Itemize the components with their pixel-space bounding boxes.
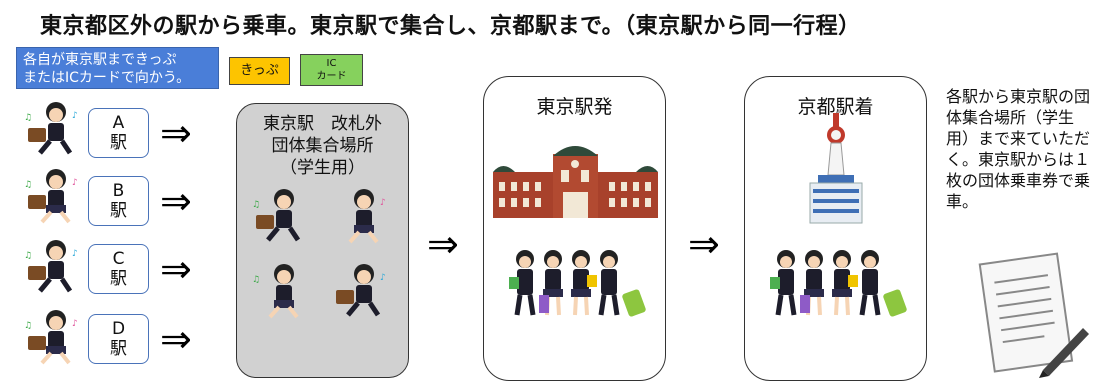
- station-box-a: A 駅: [88, 108, 149, 158]
- student-icon: ♫: [252, 189, 301, 242]
- document-pen-icon: [978, 252, 1089, 378]
- station-box-c: C 駅: [88, 244, 149, 294]
- ic-card-tag: IC カード: [300, 54, 363, 86]
- arrow-icon: ⇒: [427, 222, 459, 266]
- station-letter: C: [112, 249, 125, 269]
- station-box-b: B 駅: [88, 176, 149, 226]
- student-icon: ♫♪: [24, 310, 78, 365]
- station-letter: D: [111, 319, 126, 339]
- travel-method-note-line2: またはICカードで向かう。: [23, 70, 191, 86]
- station-suffix: 駅: [110, 201, 127, 221]
- svg-text:♫: ♫: [252, 200, 260, 210]
- ticket-tag: きっぷ: [229, 57, 290, 85]
- svg-text:♫: ♫: [24, 180, 32, 190]
- arrow-icon: ⇒: [160, 111, 192, 155]
- student-icon: ♪: [348, 189, 386, 244]
- ic-card-tag-line1: IC: [326, 58, 337, 69]
- svg-text:♪: ♪: [380, 198, 386, 208]
- student-group-icon: [770, 250, 907, 317]
- svg-text:♪: ♪: [380, 273, 386, 283]
- travel-method-note: 各自が東京駅まできっぷ またはICカードで向かう。: [16, 47, 219, 89]
- side-note: 各駅から東京駅の団体集合場所（学生用）まで来ていただく。東京駅からは１枚の団体乗…: [946, 87, 1091, 211]
- station-suffix: 駅: [110, 339, 127, 359]
- svg-text:♫: ♫: [252, 275, 260, 285]
- student-icon: ♪: [336, 264, 386, 317]
- svg-text:♫: ♫: [24, 251, 32, 261]
- station-letter: A: [112, 113, 125, 133]
- gathering-line1: 東京駅 改札外: [263, 114, 382, 134]
- departure-panel: [483, 76, 666, 381]
- station-letter: B: [112, 181, 125, 201]
- student-icon: ♫♪: [24, 240, 78, 293]
- arrival-title: 京都駅着: [797, 96, 874, 118]
- arrow-icon: ⇒: [160, 179, 192, 223]
- page-title: 東京都区外の駅から乗車。東京駅で集合し、京都駅まで。（東京駅から同一行程）: [40, 14, 861, 39]
- arrow-icon: ⇒: [160, 247, 192, 291]
- svg-text:♪: ♪: [72, 319, 78, 329]
- svg-text:♫: ♫: [24, 321, 32, 331]
- student-icon: ♫♪: [24, 169, 78, 224]
- svg-text:♫: ♫: [24, 113, 32, 123]
- student-icon: ♫: [252, 264, 299, 319]
- svg-text:♪: ♪: [72, 111, 78, 121]
- ic-card-tag-line2: カード: [316, 71, 347, 82]
- svg-text:♪: ♪: [72, 178, 78, 188]
- gathering-area-label: 東京駅 改札外 団体集合場所 （学生用）: [236, 113, 409, 179]
- gathering-line2: 団体集合場所: [271, 136, 374, 156]
- tokyo-station-building-icon: [493, 146, 658, 218]
- station-suffix: 駅: [110, 269, 127, 289]
- travel-method-note-line1: 各自が東京駅まできっぷ: [23, 52, 177, 68]
- student-icon: ♫♪: [24, 102, 78, 155]
- student-group-icon: [509, 250, 646, 317]
- arrow-icon: ⇒: [160, 317, 192, 361]
- station-suffix: 駅: [110, 133, 127, 153]
- gathering-line3: （学生用）: [280, 158, 365, 178]
- arrow-icon: ⇒: [688, 222, 720, 266]
- kyoto-tower-icon: [809, 113, 863, 224]
- gathering-area-panel: [236, 103, 409, 378]
- departure-title: 東京駅発: [536, 96, 613, 118]
- station-box-d: D 駅: [88, 314, 149, 364]
- svg-text:♪: ♪: [72, 249, 78, 259]
